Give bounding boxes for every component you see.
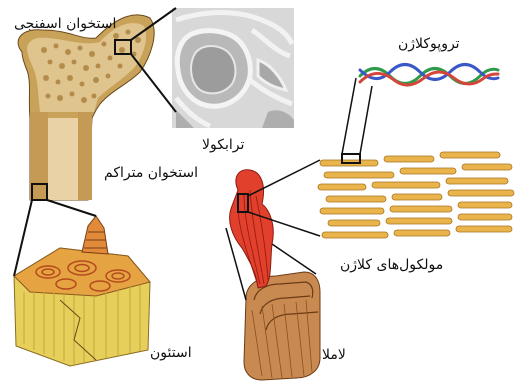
label-compact-bone: استخوان متراکم — [104, 166, 198, 180]
tropocollagen-helix — [360, 65, 498, 86]
label-spongy-bone: استخوان اسفنجی — [14, 17, 116, 31]
connector-compact-left — [14, 200, 32, 276]
connector-spongy-bottom — [131, 54, 176, 112]
collagen-molecules-illustration — [318, 152, 514, 238]
connector-lamella-right — [272, 244, 316, 274]
trabecula-micrograph — [172, 8, 294, 128]
connector-helix-left — [342, 78, 356, 154]
label-trabecula: ترابکولا — [202, 138, 244, 152]
femur-shaft-right-wall — [78, 112, 92, 200]
label-tropocollagen: تروپوکلاژن — [398, 37, 460, 51]
label-osteon: استئون — [150, 346, 192, 360]
collagen-rods — [318, 152, 514, 238]
femur-shaft-cavity — [48, 118, 78, 200]
label-collagen-molecules: مولکول‌های کلاژن — [340, 258, 443, 272]
lamella-illustration — [230, 170, 320, 380]
connector-helix-right — [360, 86, 372, 154]
connector-compact-right — [47, 200, 96, 216]
label-lamella: لاملا — [322, 348, 346, 362]
osteon-illustration — [14, 216, 150, 366]
